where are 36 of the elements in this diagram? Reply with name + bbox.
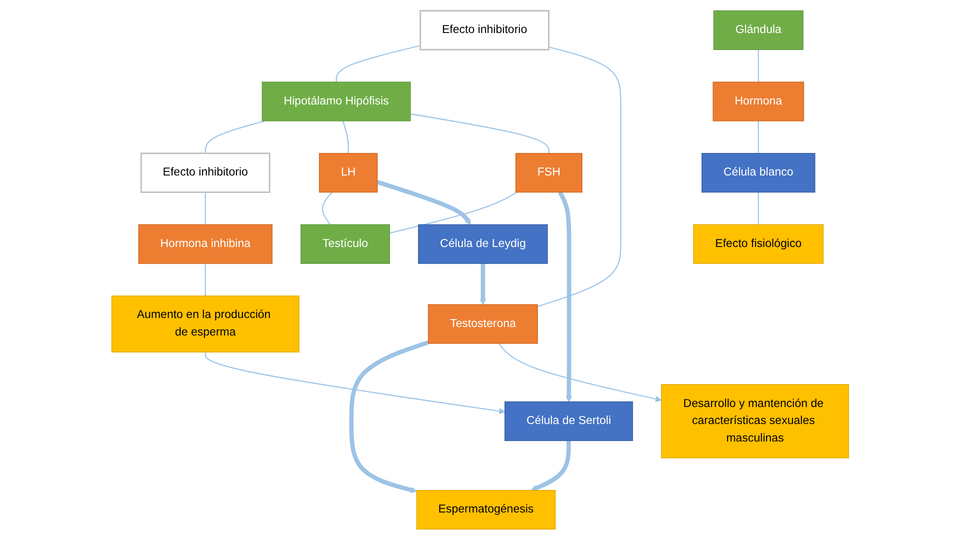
node-box: Testículo: [300, 224, 390, 264]
connector: [758, 50, 759, 82]
connector: [336, 45, 420, 82]
node-box: Hormona inhibina: [138, 224, 272, 264]
arrow: [480, 264, 486, 305]
node-box: Célula de Leydig: [418, 224, 548, 264]
node-box: Hormona: [712, 82, 804, 122]
connector: [204, 264, 206, 296]
connector: [322, 192, 332, 225]
connector: [204, 192, 206, 225]
node-box: Célula de Sertoli: [504, 401, 633, 442]
arrow: [204, 352, 505, 414]
connector: [537, 46, 622, 307]
arrow: [498, 343, 662, 402]
node-box: Aumento en la producción de esperma: [111, 296, 300, 352]
connector: [204, 120, 265, 154]
node-box: Hipotálamo Hipófisis: [262, 82, 411, 122]
node-box: FSH: [515, 152, 582, 193]
node-box: Testosterona: [428, 304, 538, 344]
node-box: Célula blanco: [701, 152, 816, 193]
node-box: Efecto inhibitorio: [140, 152, 270, 193]
node-box: LH: [318, 152, 378, 193]
arrow: [349, 340, 429, 494]
node-box: Espermatogénesis: [416, 490, 556, 530]
connector: [389, 192, 517, 234]
connector: [758, 192, 759, 225]
arrow: [376, 180, 471, 225]
arrow: [558, 191, 572, 402]
connector: [410, 113, 550, 154]
arrow: [530, 440, 571, 492]
node-box: Desarrollo y mantención de características sexuales masculinas: [660, 384, 849, 458]
node-box: Efecto fisiológico: [693, 224, 824, 264]
connector: [758, 120, 759, 154]
node-box: Glándula: [713, 10, 804, 50]
node-box: Efecto inhibitorio: [419, 10, 550, 50]
connector: [342, 120, 349, 154]
